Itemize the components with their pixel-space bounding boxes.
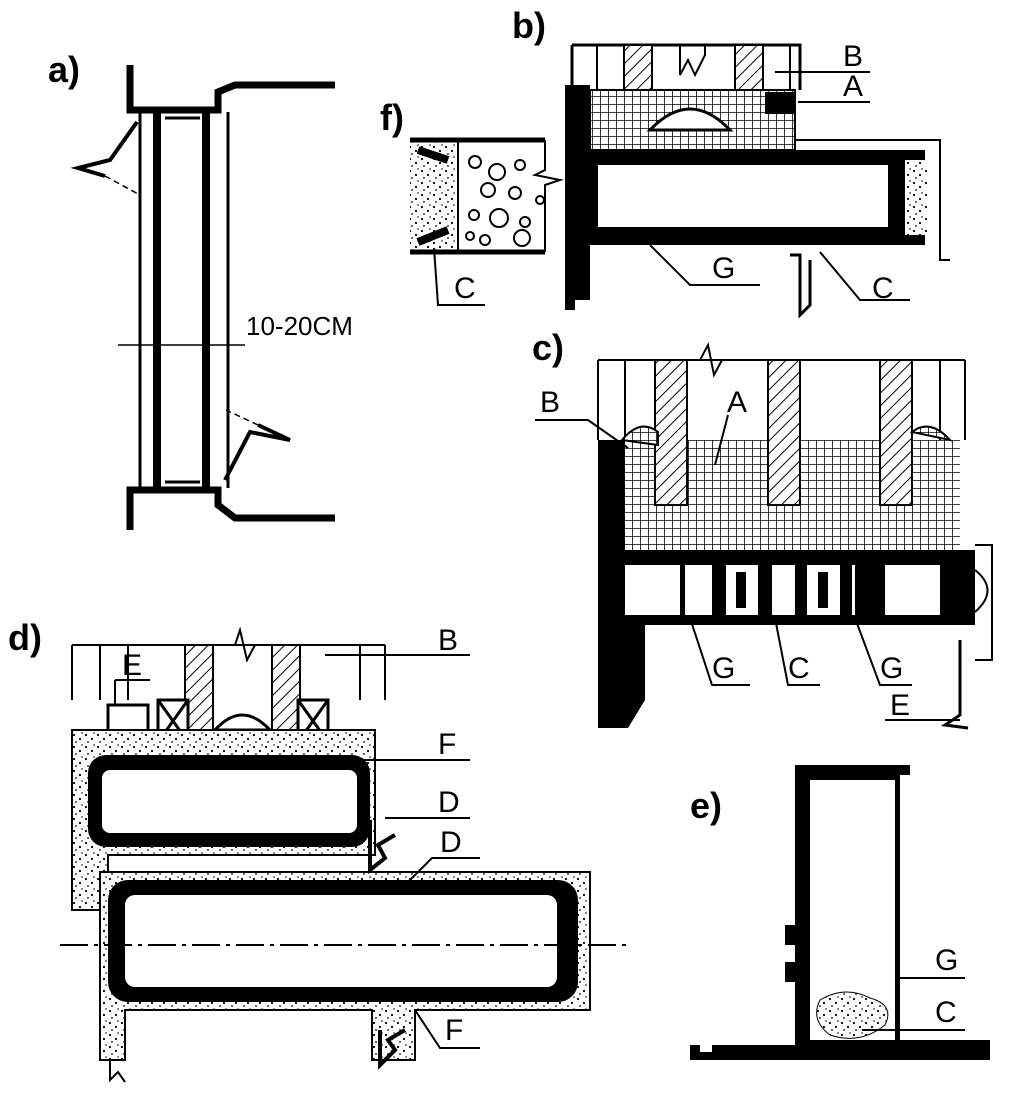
leader-d — [404, 857, 480, 886]
break-line — [234, 626, 256, 663]
label-g: G — [712, 252, 735, 285]
spacer — [646, 107, 734, 132]
cavity-1 — [625, 565, 680, 615]
panel-b: b) B A G C — [512, 5, 950, 319]
seal-bulb — [974, 569, 989, 613]
panel-f: f) C — [380, 97, 564, 306]
lower-sash-indicator — [223, 423, 291, 481]
clip-d — [368, 820, 397, 875]
leader-g-right — [854, 617, 912, 686]
label-b: B — [843, 40, 863, 73]
leader-c — [774, 617, 820, 686]
label-f-top: F — [438, 728, 456, 761]
insert-outline — [410, 137, 545, 255]
label-g-left: G — [712, 652, 735, 685]
label-a: A — [727, 386, 747, 419]
insulation — [905, 160, 927, 235]
panel-c: c) B A G C G E — [532, 327, 993, 730]
foam-cells — [465, 155, 545, 247]
gasket-left — [620, 425, 659, 447]
panel-e: e) G C — [690, 765, 990, 1060]
frame-lines — [71, 644, 386, 700]
profile-left-wall — [565, 85, 590, 310]
clip — [790, 253, 812, 319]
gasket-a — [765, 92, 795, 114]
label-f: F — [445, 1014, 463, 1047]
leader-f — [414, 1009, 480, 1049]
break-line — [531, 140, 564, 252]
bottom-frame-profile — [126, 486, 335, 530]
thermal-break — [712, 565, 852, 615]
sealant-c — [816, 991, 889, 1039]
leader-g-left — [689, 617, 750, 686]
leader-a — [714, 414, 729, 466]
profile-cavity — [598, 165, 888, 227]
clip-e — [940, 640, 969, 730]
gasket-top — [416, 146, 450, 164]
pane-2 — [767, 359, 801, 506]
panel-f-letter: f) — [380, 97, 404, 138]
pane-left — [184, 644, 214, 731]
panel-a-letter: a) — [48, 49, 80, 90]
label-e: E — [890, 689, 910, 722]
label-b: B — [438, 624, 458, 657]
cover-strip — [975, 544, 993, 661]
break-line — [679, 45, 706, 78]
gasket-bottom — [416, 226, 450, 246]
panel-d-letter: d) — [8, 617, 42, 658]
label-d-top: D — [438, 786, 460, 819]
clip-bottom — [378, 1028, 407, 1070]
leader-b — [535, 419, 629, 449]
leader-e — [114, 679, 150, 705]
label-c: C — [935, 996, 957, 1029]
upper-sash-dashed — [104, 175, 141, 196]
pane-3 — [879, 359, 913, 506]
leader-c — [433, 247, 485, 306]
leader-g — [649, 244, 760, 286]
glass-outline — [572, 43, 802, 90]
panel-b-letter: b) — [512, 5, 546, 46]
dimension-label: 10-20CM — [246, 311, 353, 341]
sash-cavity — [102, 770, 357, 833]
label-b: B — [540, 386, 560, 419]
panel-e-letter: e) — [690, 785, 722, 826]
slot — [700, 1042, 712, 1052]
gasket-right — [909, 425, 953, 442]
break-line — [699, 342, 723, 378]
panel-a: a) 10-20CM — [48, 49, 353, 530]
groove-2 — [785, 962, 797, 982]
break-bottom — [109, 1060, 126, 1083]
spacer — [211, 713, 274, 732]
panel-d: d) E B F D D — [8, 617, 630, 1083]
label-c: C — [788, 652, 810, 685]
sash-outline — [794, 100, 950, 261]
profile-cavity — [810, 780, 895, 990]
label-a: A — [843, 70, 863, 103]
top-frame-profile — [126, 65, 335, 114]
label-d: D — [440, 826, 462, 859]
pane-1 — [654, 359, 688, 506]
frame-lines — [597, 360, 966, 440]
panel-c-letter: c) — [532, 327, 564, 368]
upper-sash-indicator — [70, 120, 139, 178]
leader-c — [819, 251, 910, 301]
frame-cavity — [125, 895, 557, 987]
groove-1 — [785, 925, 797, 945]
label-g-right: G — [880, 652, 903, 685]
lower-sash-dashed — [225, 409, 259, 426]
label-c: C — [454, 272, 476, 305]
label-e: E — [122, 649, 142, 682]
pane-right — [271, 644, 301, 731]
label-g: G — [935, 944, 958, 977]
cavity-3 — [885, 565, 940, 615]
label-c: C — [872, 272, 894, 305]
